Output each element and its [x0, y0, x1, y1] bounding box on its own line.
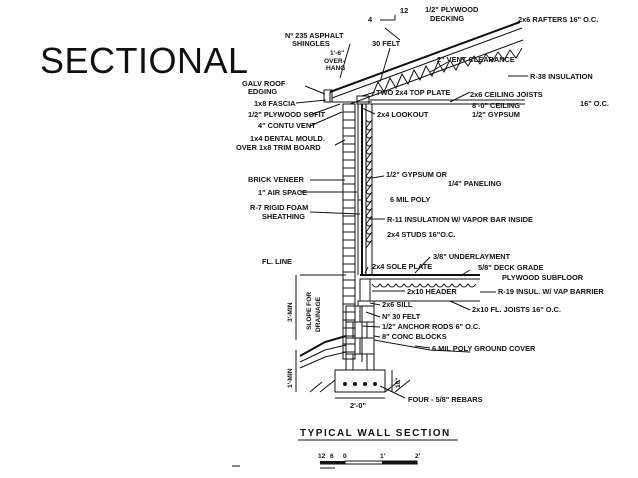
- label-plywood-decking-2: DECKING: [430, 14, 464, 23]
- roof-assembly: [323, 21, 525, 105]
- label-rafters: 2x6 RAFTERS 16" O.C.: [518, 15, 598, 24]
- label-slope-drainage-1: SLOPE FOR: [306, 292, 313, 330]
- label-r19: R-19 INSUL. W/ VAP BARRIER: [498, 287, 604, 296]
- label-deck-grade-2: PLYWOOD SUBFLOOR: [502, 273, 584, 282]
- label-galv-roof-1: GALV ROOF: [242, 79, 286, 88]
- scale-tick-12: 12: [318, 453, 326, 460]
- label-conc-blocks: 8" CONC BLOCKS: [382, 332, 447, 341]
- label-air-space: 1" AIR SPACE: [258, 188, 307, 197]
- label-fl-line: FL. LINE: [262, 257, 292, 266]
- rebar: [343, 382, 347, 386]
- leader-lines: [295, 27, 528, 399]
- label-contu-vent: 4" CONTU VENT: [258, 121, 316, 130]
- label-r11: R-11 INSULATION W/ VAPOR BAR INSIDE: [387, 215, 533, 224]
- label-min-1: 1'-MIN: [287, 368, 294, 388]
- label-footing-depth: 10": [395, 378, 402, 388]
- label-ceiling-joists-2: 16" O.C.: [580, 99, 609, 108]
- drawing-caption: TYPICAL WALL SECTION: [300, 428, 451, 439]
- label-soffit: 1/2" PLYWOOD SOFIT: [248, 110, 326, 119]
- scale-tick-1ft: 1': [380, 453, 386, 460]
- label-header: 2x10 HEADER: [407, 287, 457, 296]
- crawlspace-grade: [373, 339, 471, 353]
- scale-tick-0: 0: [343, 453, 347, 460]
- label-studs: 2x4 STUDS 16"O.C.: [387, 230, 455, 239]
- label-min-3: 3'-MIN: [287, 302, 294, 322]
- label-top-plate: TWO 2x4 TOP PLATE: [376, 88, 450, 97]
- scale-tick-6: 6: [330, 453, 334, 460]
- floor-header: [359, 278, 371, 302]
- stud-insulation: [365, 119, 373, 249]
- fascia-board: [323, 89, 333, 103]
- label-dental-mould-2: OVER 1x8 TRIM BOARD: [236, 143, 321, 152]
- label-ground-cover: 6 MIL POLY GROUND COVER: [432, 344, 536, 353]
- label-overhang-2: HANG: [326, 65, 345, 72]
- label-overhang-1: OVER-: [324, 58, 345, 65]
- label-sill: 2x6 SILL: [382, 300, 413, 309]
- r38-insulation-batt: [371, 47, 523, 97]
- label-fl-joists: 2x10 FL. JOISTS 16" O.C.: [472, 305, 561, 314]
- rebar: [353, 382, 357, 386]
- label-rigid-foam-2: SHEATHING: [262, 212, 305, 221]
- label-mil-poly: 6 MIL POLY: [390, 195, 430, 204]
- label-felt-no30: Nº 30 FELT: [382, 312, 421, 321]
- wall-assembly: [342, 103, 373, 360]
- brick-coursing: [343, 111, 355, 353]
- label-gypsum-1: 1/2" GYPSUM OR: [386, 170, 448, 179]
- label-underlayment: 3/8" UNDERLAYMENT: [433, 252, 511, 261]
- label-galv-roof-2: EDGING: [248, 87, 277, 96]
- label-ceiling-2: 1/2" GYPSUM: [472, 110, 520, 119]
- label-r38: R-38 INSULATION: [530, 72, 593, 81]
- slope-rise-label: 12: [400, 6, 408, 15]
- label-deck-grade-1: 5/8" DECK GRADE: [478, 263, 544, 272]
- label-dental-mould-1: 1x4 DENTAL MOULD.: [250, 134, 325, 143]
- label-footing-width: 2'-0": [350, 401, 366, 410]
- label-rebars: FOUR - 5/8" REBARS: [408, 395, 483, 404]
- label-rigid-foam-1: R-7 RIGID FOAM: [250, 203, 308, 212]
- rebar: [363, 382, 367, 386]
- label-vent-clearance: 2" VENT CLEARANCE: [437, 55, 515, 64]
- scale-tick-2ft: 2': [415, 453, 421, 460]
- slope-indicator: 12 4: [368, 6, 408, 24]
- label-ceiling-1: 8'-0" CEILING: [472, 101, 520, 110]
- label-asphalt-shingles-2: SHINGLES: [292, 39, 330, 48]
- scale-bar: 12 6 0 1' 2': [318, 453, 421, 469]
- foundation: [295, 274, 471, 399]
- label-felt-30: 30 FELT: [372, 39, 401, 48]
- slope-run-label: 4: [368, 15, 373, 24]
- label-brick-veneer: BRICK VENEER: [248, 175, 305, 184]
- label-plywood-decking-1: 1/2" PLYWOOD: [425, 5, 479, 14]
- label-fascia: 1x8 FASCIA: [254, 99, 296, 108]
- label-overhang-dim: 1'-6": [330, 50, 344, 57]
- footing: [334, 369, 386, 393]
- rebar: [373, 382, 377, 386]
- grade-line: [299, 335, 347, 357]
- slide-title: SECTIONAL: [40, 40, 249, 81]
- label-slope-drainage-2: DRAINAGE: [315, 296, 322, 332]
- label-ceiling-joists-1: 2x6 CEILING JOISTS: [470, 90, 543, 99]
- label-anchor-rods: 1/2" ANCHOR RODS 6" O.C.: [382, 322, 480, 331]
- label-asphalt-shingles-1: Nº 235 ASPHALT: [285, 31, 344, 40]
- floor-assembly: [357, 274, 480, 307]
- r19-insulation: [371, 283, 477, 288]
- label-gypsum-2: 1/4" PANELING: [448, 179, 502, 188]
- label-lookout: 2x4 LOOKOUT: [377, 110, 429, 119]
- label-sole-plate: 2x4 SOLE PLATE: [372, 262, 432, 271]
